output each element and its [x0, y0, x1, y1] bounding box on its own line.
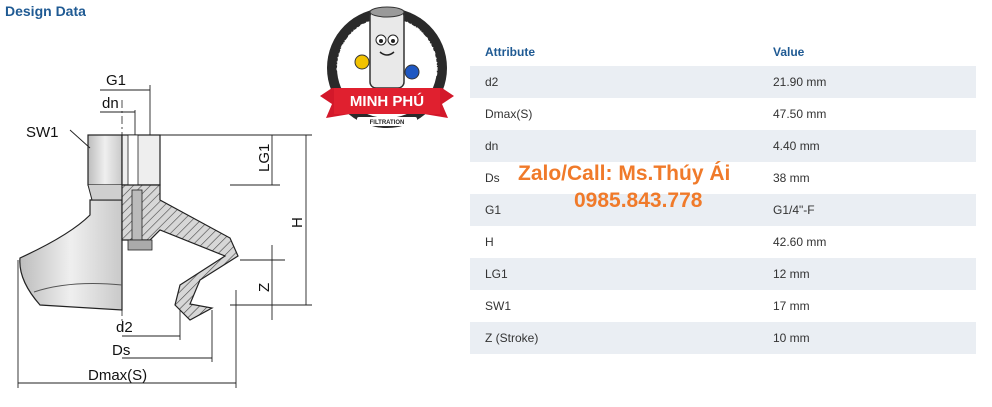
- table-row: G1 G1/4"-F: [470, 194, 976, 226]
- table-body: d2 21.90 mm Dmax(S) 47.50 mm dn 4.40 mm Ds 3…: [470, 66, 976, 354]
- label-lg1: LG1: [256, 144, 273, 172]
- value-cell: 12 mm: [773, 267, 810, 281]
- attribute-table: Attribute Value d2 21.90 mm Dmax(S) 47.50 …: [470, 38, 976, 354]
- value-cell: G1/4"-F: [773, 203, 815, 217]
- header-value: Value: [773, 45, 805, 59]
- table-row: Ds 38 mm: [470, 162, 976, 194]
- table-row: dn 4.40 mm: [470, 130, 976, 162]
- attribute-cell: H: [485, 235, 494, 249]
- logo-brand: MINH PHÚ: [350, 92, 424, 110]
- label-z: Z: [256, 283, 273, 292]
- value-cell: 42.60 mm: [773, 235, 827, 249]
- table-row: Z (Stroke) 10 mm: [470, 322, 976, 354]
- label-h: H: [289, 217, 306, 228]
- label-dmax: Dmax(S): [88, 367, 147, 384]
- value-cell: 47.50 mm: [773, 107, 827, 121]
- table-row: LG1 12 mm: [470, 258, 976, 290]
- contact-phone: 0985.843.778: [574, 189, 703, 212]
- attribute-cell: Z (Stroke): [485, 331, 539, 345]
- attribute-cell: Dmax(S): [485, 107, 533, 121]
- value-cell: 4.40 mm: [773, 139, 820, 153]
- table-row: H 42.60 mm: [470, 226, 976, 258]
- value-cell: 10 mm: [773, 331, 810, 345]
- suction-cup-drawing: G1 dn SW1 LG1 H Z d2 Ds Dmax(S): [17, 72, 312, 388]
- value-cell: 17 mm: [773, 299, 810, 313]
- table-row: Dmax(S) 47.50 mm: [470, 98, 976, 130]
- label-g1: G1: [106, 72, 126, 89]
- value-cell: 21.90 mm: [773, 75, 827, 89]
- value-cell: 38 mm: [773, 171, 810, 185]
- label-ds: Ds: [112, 342, 130, 359]
- attribute-cell: LG1: [485, 267, 508, 281]
- attribute-cell: d2: [485, 75, 499, 89]
- logo-sub: FILTRATION: [370, 120, 405, 126]
- attribute-cell: SW1: [485, 299, 512, 313]
- header-attribute: Attribute: [485, 45, 535, 59]
- contact-name: Zalo/Call: Ms.Thúy Ái: [518, 162, 731, 185]
- attribute-cell: G1: [485, 203, 502, 217]
- label-sw1: SW1: [26, 124, 59, 141]
- attribute-cell: Ds: [485, 171, 500, 185]
- label-dn: dn: [102, 95, 119, 112]
- minh-phu-logo: QUALITY GUARANTEED QUALITY GUARANTEED MI…: [312, 0, 454, 128]
- section-title: Design Data: [5, 3, 86, 19]
- label-d2: d2: [116, 319, 133, 336]
- attribute-cell: dn: [485, 139, 499, 153]
- table-row: d2 21.90 mm: [470, 66, 976, 98]
- table-header: Attribute Value: [470, 38, 976, 66]
- table-row: SW1 17 mm: [470, 290, 976, 322]
